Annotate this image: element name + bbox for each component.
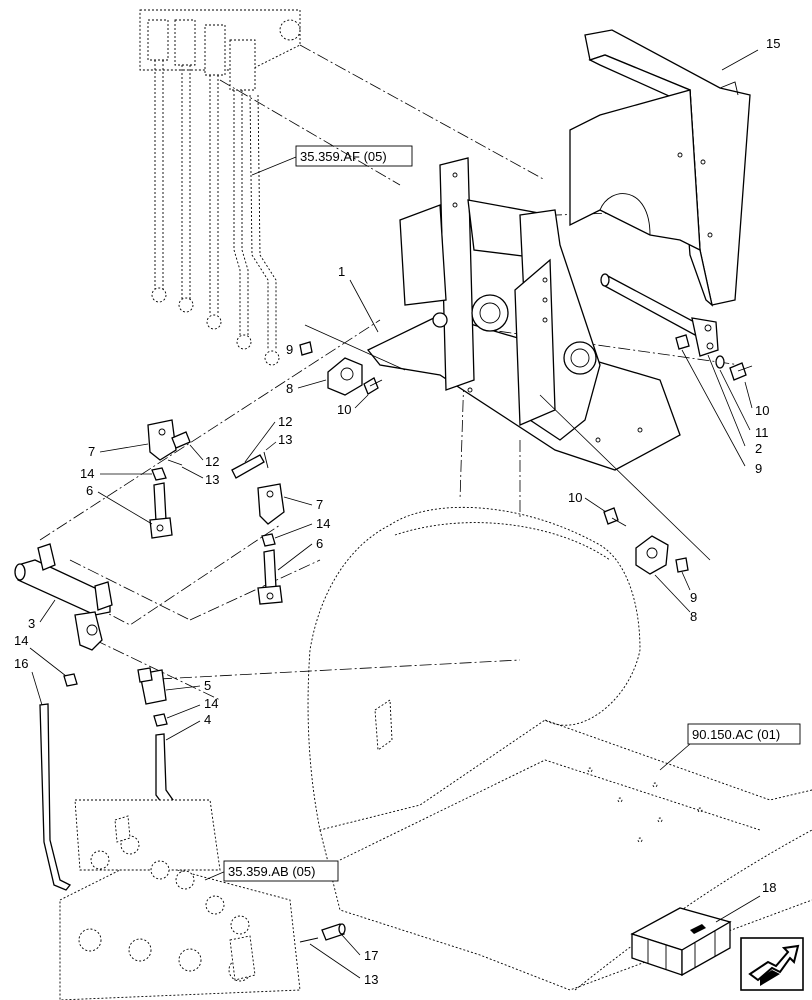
callout-8b: 8 xyxy=(690,609,697,624)
part-3-cross-lever xyxy=(14,543,113,651)
part-16-rod xyxy=(39,703,72,891)
callout-15: 15 xyxy=(766,36,780,51)
part-7-clevis-left xyxy=(147,419,177,461)
part-12-pin-left xyxy=(171,431,191,449)
ref-box-35-359-af xyxy=(295,145,413,167)
callout-4: 4 xyxy=(204,712,211,727)
callout-8a: 8 xyxy=(286,381,293,396)
part-14-nut-right-upper xyxy=(261,533,276,547)
callout-12b: 12 xyxy=(278,414,292,429)
part-10-bolt-left xyxy=(363,377,383,395)
callout-13a: 13 xyxy=(205,472,219,487)
callout-11: 11 xyxy=(755,425,769,440)
part-15-cover-shield xyxy=(569,29,751,307)
callout-9a: 9 xyxy=(286,342,293,357)
part-6-rod-end-right xyxy=(257,549,283,605)
fender-housing-ghost xyxy=(307,506,812,991)
part-2-pivot-shaft xyxy=(600,273,719,357)
callout-13c: 13 xyxy=(364,972,378,987)
part-6-rod-end-left xyxy=(149,482,173,539)
part-8-bushing-right xyxy=(635,535,669,575)
ref-box-90-150-ac xyxy=(687,723,801,745)
control-valve-ghost xyxy=(59,799,301,1000)
callout-10b: 10 xyxy=(568,490,582,505)
part-1-support-bracket xyxy=(366,157,681,471)
parts-crate-icon xyxy=(630,907,732,977)
callout-7b: 7 xyxy=(316,497,323,512)
callout-1: 1 xyxy=(338,264,345,279)
callout-3: 3 xyxy=(28,616,35,631)
part-13-clip-right xyxy=(263,451,269,469)
callout-12a: 12 xyxy=(205,454,219,469)
ref-90-150-ac: 90.150.AC (01) xyxy=(692,727,780,742)
part-10-bolt-right-lower xyxy=(603,507,627,527)
callout-9c: 9 xyxy=(690,590,697,605)
callout-2: 2 xyxy=(755,441,762,456)
part-13-clip-bottom xyxy=(299,937,319,943)
callout-14d: 14 xyxy=(204,696,218,711)
part-8-bushing-left xyxy=(327,357,363,396)
upper-linkage-rods-ghost xyxy=(139,9,301,366)
part-13-clip-left xyxy=(167,459,183,466)
callout-6a: 6 xyxy=(86,483,93,498)
callout-10a: 10 xyxy=(337,402,351,417)
ref-box-35-359-ab xyxy=(223,860,339,882)
callout-6b: 6 xyxy=(316,536,323,551)
callout-16: 16 xyxy=(14,656,28,671)
part-7-clevis-right xyxy=(257,483,285,525)
callout-14c: 14 xyxy=(14,633,28,648)
part-5-stud xyxy=(137,667,167,705)
next-page-arrow-icon[interactable] xyxy=(740,937,804,991)
part-14-nut-lower-middle xyxy=(153,713,168,727)
callout-7a: 7 xyxy=(88,444,95,459)
part-10-bolt-right-upper xyxy=(729,362,753,381)
part-12-pin-right xyxy=(231,454,265,479)
part-9-nut-right-lower xyxy=(675,557,689,573)
callout-14a: 14 xyxy=(80,466,94,481)
part-9-nut-right-upper xyxy=(675,334,690,350)
callout-18: 18 xyxy=(762,880,776,895)
ref-35-359-ab: 35.359.AB (05) xyxy=(228,864,315,879)
callout-17: 17 xyxy=(364,948,378,963)
part-14-nut-lower-left xyxy=(63,673,78,687)
part-9-nut-left xyxy=(299,341,313,356)
part-14-nut-left-upper xyxy=(151,467,167,481)
callout-13b: 13 xyxy=(278,432,292,447)
callout-14b: 14 xyxy=(316,516,330,531)
callout-10c: 10 xyxy=(755,403,769,418)
ref-35-359-af: 35.359.AF (05) xyxy=(300,149,387,164)
callout-5: 5 xyxy=(204,678,211,693)
callout-9b: 9 xyxy=(755,461,762,476)
part-11-washer xyxy=(715,355,725,369)
part-17-pin xyxy=(321,923,346,941)
